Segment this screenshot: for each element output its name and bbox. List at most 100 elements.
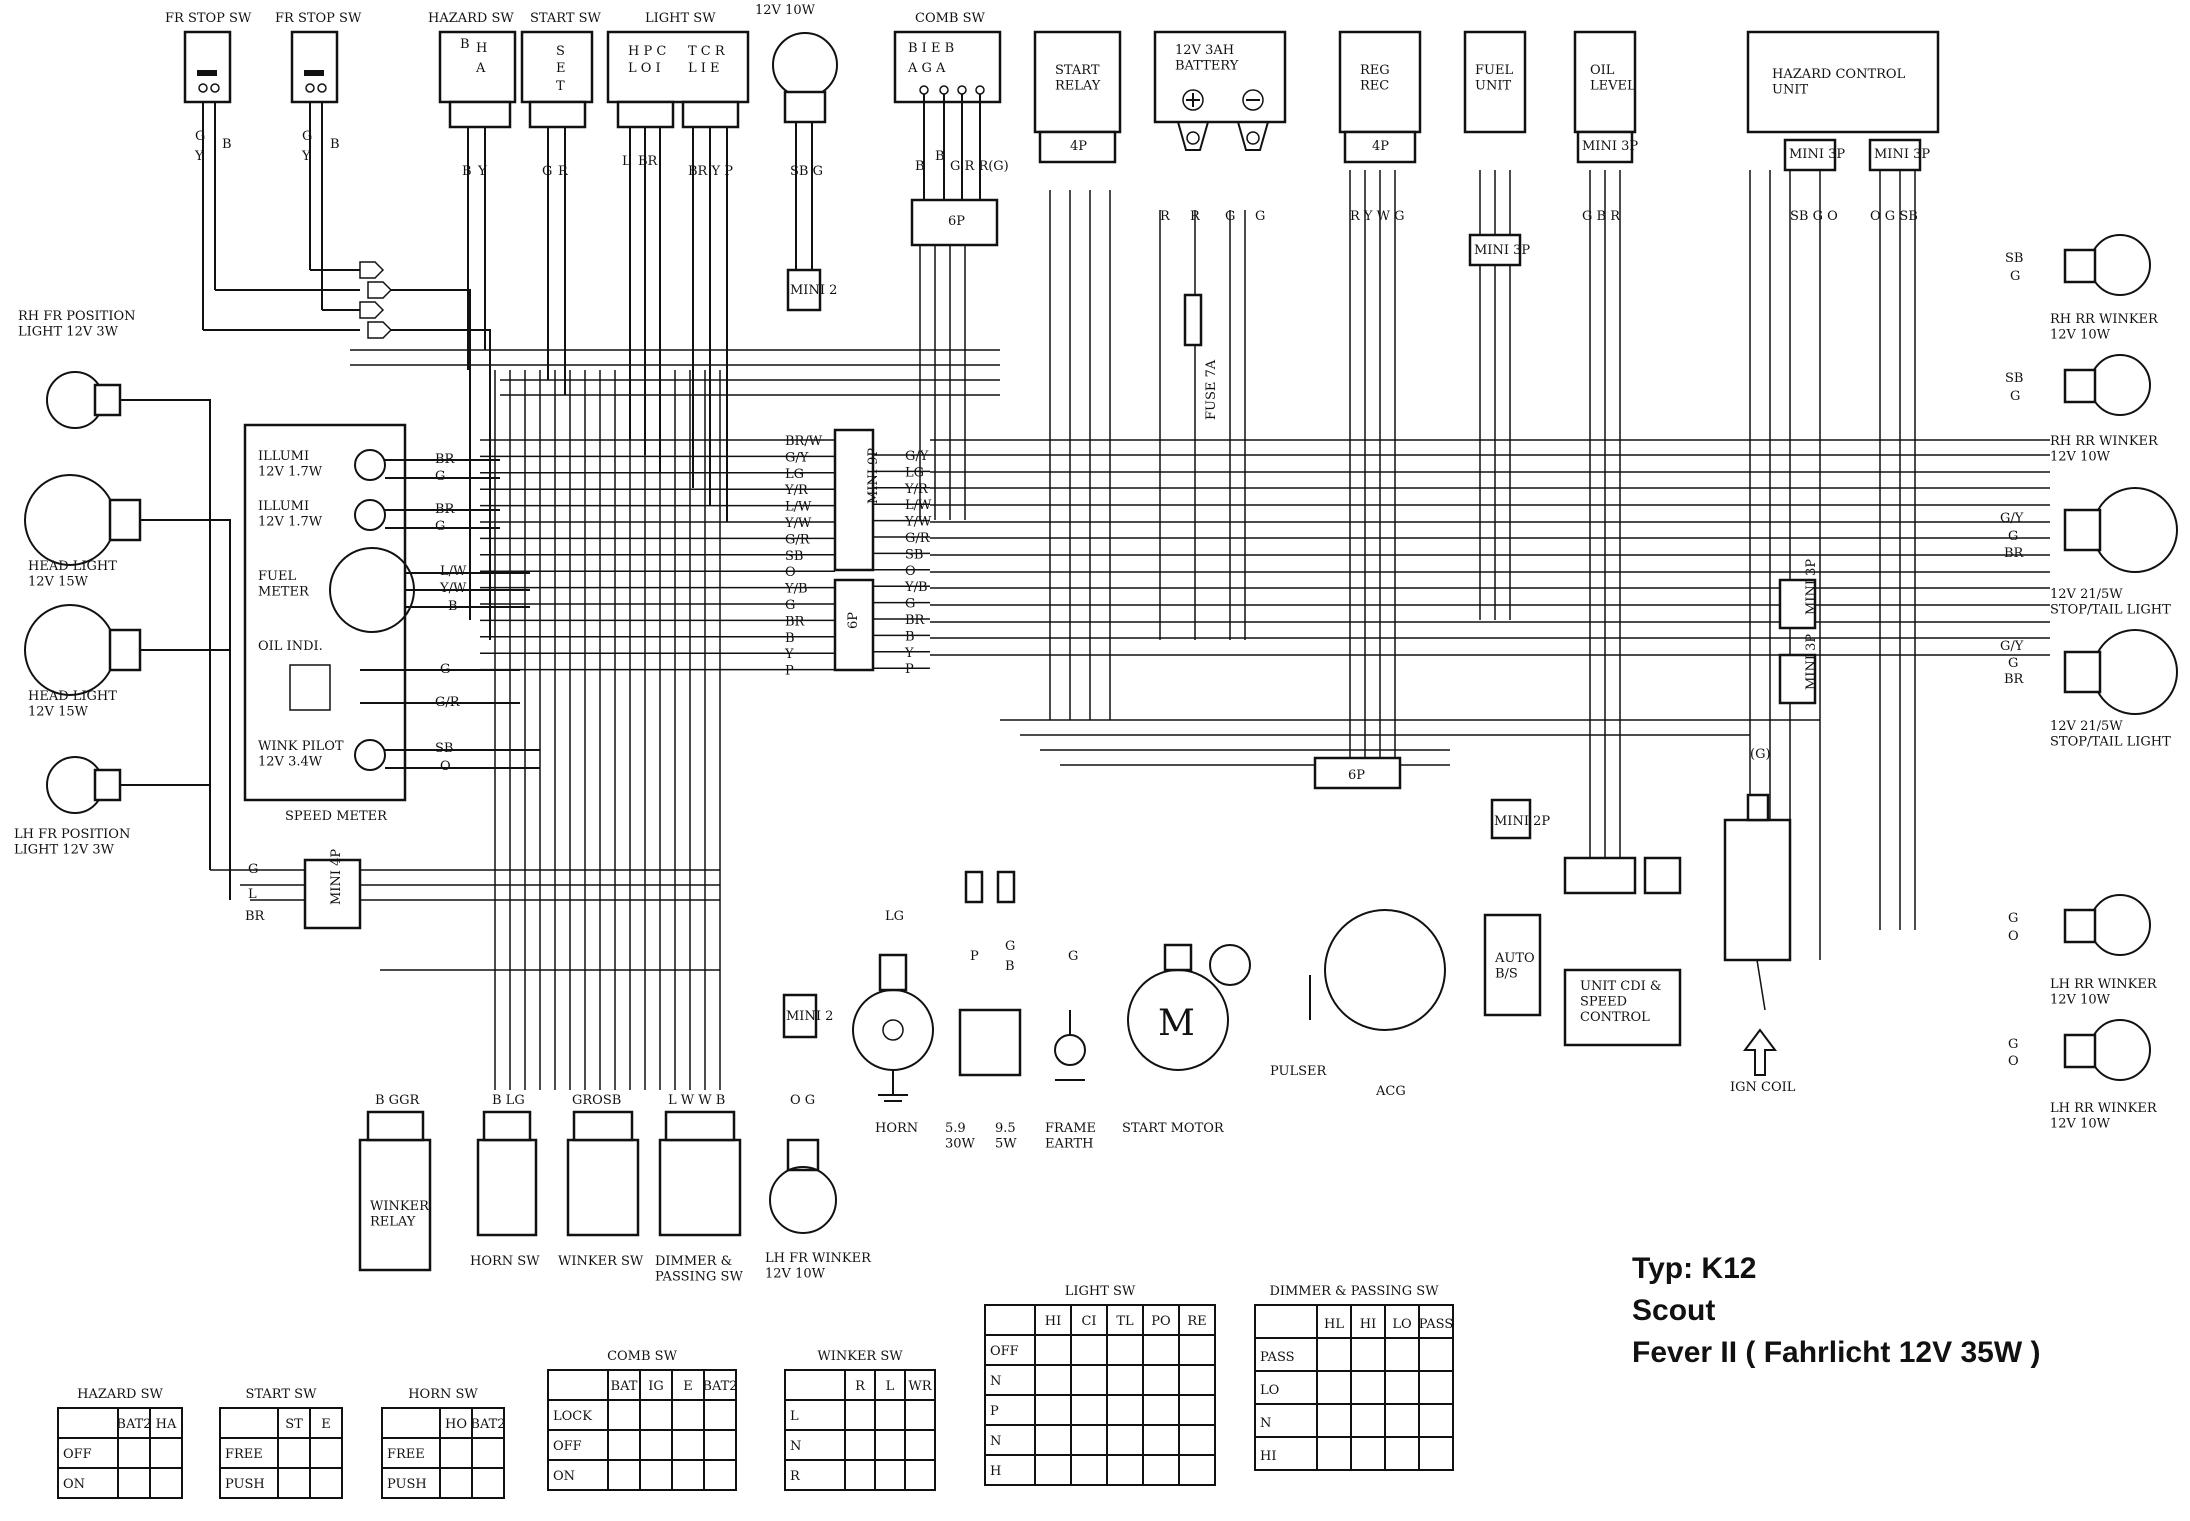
switch-table-row: PUSH <box>387 1477 427 1492</box>
svg-text:O: O <box>2008 929 2019 944</box>
svg-text:O: O <box>440 759 451 774</box>
switch-table-col: RE <box>1187 1314 1206 1329</box>
winker-sw-label: WINKER SW <box>558 1254 644 1269</box>
footer-line-1: Typ: K12 <box>1632 1252 1756 1285</box>
svg-text:S: S <box>556 44 565 59</box>
switch-table-row: OFF <box>990 1344 1019 1359</box>
svg-text:L O I: L O I <box>628 61 661 76</box>
switch-table-col: TL <box>1116 1314 1134 1329</box>
switch-table-col: LO <box>1392 1317 1411 1332</box>
switch-table-row: H <box>990 1464 1001 1479</box>
svg-text:MINI 3P: MINI 3P <box>1582 139 1638 154</box>
switch-table-col: HI <box>1045 1314 1061 1329</box>
svg-text:G: G <box>2008 1037 2018 1052</box>
conn-right-wire-label: O <box>905 564 916 579</box>
conn-left-wire-label: G <box>785 598 795 613</box>
switch-table-col: E <box>683 1379 693 1394</box>
svg-text:G: G <box>1068 949 1078 964</box>
svg-text:G: G <box>2010 269 2020 284</box>
switch-table-col: E <box>321 1417 331 1432</box>
svg-text:(G): (G) <box>1750 747 1771 762</box>
switch-table-row: L <box>790 1409 799 1424</box>
svg-text:MINI 3P: MINI 3P <box>1804 634 1819 690</box>
switch-table-col: BAT <box>611 1379 638 1394</box>
conn-left-wire-label: Y/B <box>784 582 808 597</box>
conn-right-wire-label: Y/B <box>904 580 928 595</box>
svg-text:O G SB: O G SB <box>1870 209 1918 224</box>
svg-text:G: G <box>1005 939 1015 954</box>
svg-text:MINI 3P: MINI 3P <box>1874 147 1930 162</box>
fr-stop-sw-1-label: FR STOP SW <box>165 11 252 26</box>
switch-table-col: BAT2 <box>116 1417 151 1432</box>
conn-right-wire-label: P <box>905 662 914 677</box>
footer-text: Typ: K12 Scout Fever II ( Fahrlicht 12V … <box>1632 1252 2040 1369</box>
svg-text:SB G: SB G <box>790 164 823 179</box>
svg-text:SB: SB <box>2005 371 2023 386</box>
switch-table-row: N <box>790 1439 801 1454</box>
svg-text:B: B <box>462 164 472 179</box>
switch-table-row: N <box>990 1374 1001 1389</box>
svg-text:MINI 3P: MINI 3P <box>1789 147 1845 162</box>
switch-table-row: PASS <box>1260 1350 1295 1365</box>
svg-text:R: R <box>1160 209 1171 224</box>
switch-table-row: R <box>790 1469 801 1484</box>
svg-text:B: B <box>222 137 232 152</box>
svg-text:MINI 2: MINI 2 <box>790 283 837 298</box>
svg-text:E: E <box>556 61 566 76</box>
svg-text:T C R: T C R <box>688 44 726 59</box>
svg-text:R: R <box>1190 209 1201 224</box>
svg-text:H P C: H P C <box>628 44 666 59</box>
svg-text:G: G <box>2010 389 2020 404</box>
svg-text:BR Y P: BR Y P <box>688 164 733 179</box>
conn-left-wire-label: LG <box>785 467 804 482</box>
switch-table-row: OFF <box>553 1439 582 1454</box>
switch-table-col: L <box>886 1379 895 1394</box>
svg-text:G: G <box>302 129 312 144</box>
svg-text:Y: Y <box>301 149 311 164</box>
svg-text:P: P <box>970 949 979 964</box>
conn-right-wire-label: G/Y <box>905 449 929 464</box>
switch-table-col: WR <box>908 1379 932 1394</box>
conn-left-wire-label: O <box>785 565 796 580</box>
conn-right-wire-label: Y <box>904 646 914 661</box>
svg-text:B: B <box>1005 959 1015 974</box>
switch-table-row: FREE <box>225 1447 263 1462</box>
svg-text:Y: Y <box>194 149 204 164</box>
switch-table-col: IG <box>648 1379 664 1394</box>
switch-table-row: PUSH <box>225 1477 265 1492</box>
svg-text:MINI 9P: MINI 9P <box>866 448 881 504</box>
svg-text:G R R(G): G R R(G) <box>950 159 1009 174</box>
svg-text:G: G <box>2008 529 2018 544</box>
switch-table-col: PO <box>1151 1314 1170 1329</box>
svg-text:G/Y: G/Y <box>2000 511 2024 526</box>
switch-table-col: R <box>855 1379 866 1394</box>
svg-text:H: H <box>476 41 487 56</box>
switch-table-row: P <box>990 1404 999 1419</box>
svg-text:GROSB: GROSB <box>572 1093 621 1108</box>
svg-text:G/Y: G/Y <box>2000 639 2024 654</box>
svg-text:T: T <box>556 79 565 94</box>
svg-text:L: L <box>622 154 631 169</box>
svg-text:Y: Y <box>477 164 487 179</box>
svg-text:BR: BR <box>2004 672 2025 687</box>
svg-text:G: G <box>195 129 205 144</box>
central-connector: MINI 9P 6P BR/WG/YLGY/RL/WY/WG/RSBOY/BGB… <box>784 428 932 679</box>
svg-text:G: G <box>1255 209 1265 224</box>
svg-text:MINI 2: MINI 2 <box>786 1009 833 1024</box>
svg-text:G: G <box>2008 911 2018 926</box>
